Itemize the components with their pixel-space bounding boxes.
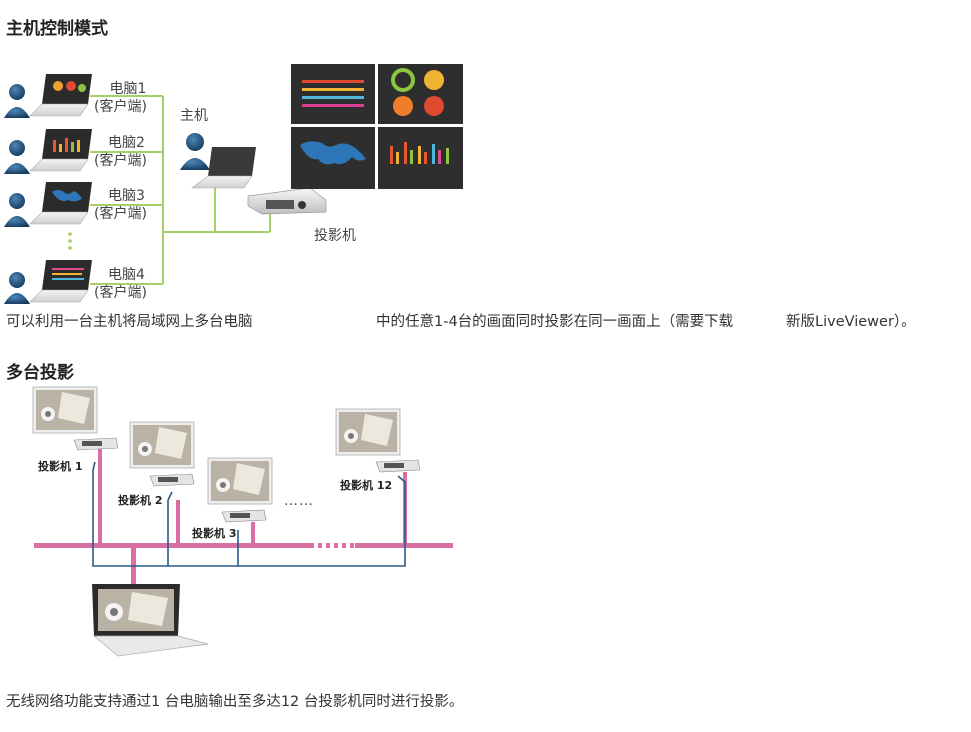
section-title-host-control: 主机控制模式 <box>6 19 108 39</box>
computer-4-name: 电脑4 <box>108 267 145 283</box>
client-computer-1 <box>4 74 92 118</box>
projector-2-unit <box>129 421 195 487</box>
vertical-ellipsis <box>68 232 72 250</box>
projector-12-unit <box>335 408 421 473</box>
projector-12-label: 投影机 12 <box>340 479 393 492</box>
projector-3-label: 投影机 3 <box>192 527 237 540</box>
client-computer-4 <box>4 260 92 304</box>
host-label: 主机 <box>180 108 208 124</box>
network-lines <box>90 95 271 285</box>
host-control-description-part3: 新版LiveViewer）。 <box>786 314 916 330</box>
computer-3-name: 电脑3 <box>108 188 145 204</box>
projector-3-unit <box>207 457 273 523</box>
computer-1-role: (客户端) <box>94 99 147 115</box>
more-projectors-ellipsis: …… <box>284 493 314 509</box>
computer-2-name: 电脑2 <box>108 135 145 151</box>
computer-1-label: 电脑1 <box>108 80 148 98</box>
host-control-description-part1: 可以利用一台主机将局域网上多台电脑 <box>6 314 253 330</box>
projector-label: 投影机 <box>314 228 356 244</box>
projected-wall-display <box>291 64 463 189</box>
projector-1-unit <box>32 386 119 451</box>
wireless-links <box>92 461 406 567</box>
computer-4-role: (客户端) <box>94 285 147 301</box>
section-title-multi-projection: 多台投影 <box>6 363 74 383</box>
host-control-description-part2: 中的任意1-4台的画面同时投影在同一画面上（需要下载 <box>376 314 734 330</box>
client-computer-3 <box>4 182 92 227</box>
host-computer <box>180 133 256 189</box>
client-computer-2 <box>4 129 92 174</box>
computer-2-role: (客户端) <box>94 153 147 169</box>
computer-1-name: 电脑1 <box>109 81 147 97</box>
projector-1-label: 投影机 1 <box>38 460 83 473</box>
projector-2-label: 投影机 2 <box>118 494 163 507</box>
computer-3-role: (客户端) <box>94 206 147 222</box>
multi-projection-description: 无线网络功能支持通过1 台电脑输出至多达12 台投影机同时进行投影。 <box>6 694 464 710</box>
source-laptop <box>92 584 209 657</box>
